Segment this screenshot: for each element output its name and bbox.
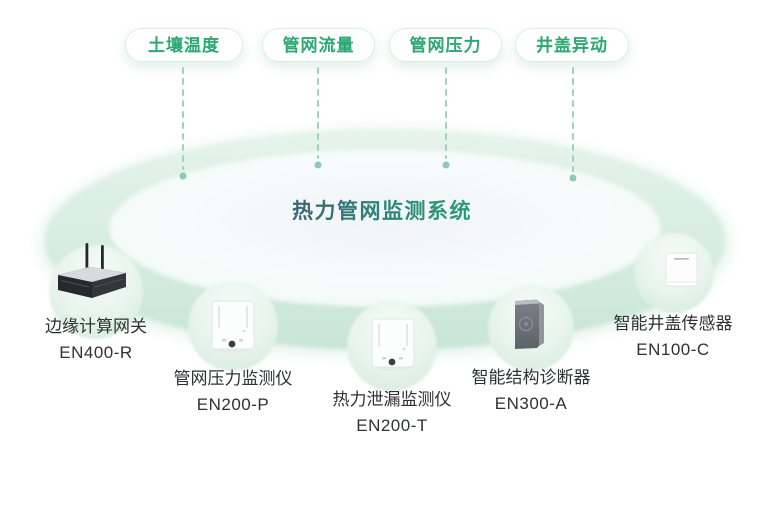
device-model: EN400-R: [59, 343, 133, 362]
structure-diagnoser-icon: [515, 299, 544, 349]
tag-manhole-movement: 井盖异动: [515, 28, 629, 62]
device-name: 智能结构诊断器: [471, 368, 591, 387]
device-label-leak-monitor: 热力泄漏监测仪 EN200-T: [302, 387, 482, 439]
device-model: EN300-A: [494, 394, 568, 413]
device-label-pressure-monitor: 管网压力监测仪 EN200-P: [143, 366, 323, 418]
device-model: EN200-T: [356, 416, 428, 435]
ring-inner-disc: [110, 150, 660, 306]
tag-pipe-pressure: 管网压力: [389, 28, 502, 62]
leak-monitor-icon: [371, 318, 415, 371]
device-model: EN200-P: [196, 395, 270, 414]
connector-dot: [179, 172, 187, 180]
device-label-manhole-sensor: 智能井盖传感器 EN100-C: [583, 311, 760, 363]
device-name: 边缘计算网关: [45, 317, 147, 336]
device-label-edge-gateway: 边缘计算网关 EN400-R: [6, 314, 186, 366]
device-name: 智能井盖传感器: [613, 314, 733, 333]
connector-dot: [314, 161, 322, 169]
device-label-structure-diagnoser: 智能结构诊断器 EN300-A: [441, 365, 621, 417]
device-model: EN100-C: [636, 340, 710, 359]
system-title: 热力管网监测系统: [250, 195, 514, 225]
pressure-monitor-icon: [211, 300, 255, 353]
device-name: 热力泄漏监测仪: [332, 390, 452, 409]
edge-gateway-icon: [57, 243, 127, 298]
tag-soil-temperature: 土壤温度: [125, 28, 243, 62]
manhole-sensor-icon: [665, 252, 699, 287]
connector-dot: [442, 161, 450, 169]
device-name: 管网压力监测仪: [173, 369, 293, 388]
connector-dot: [569, 174, 577, 182]
tag-pipe-flow: 管网流量: [262, 28, 375, 62]
